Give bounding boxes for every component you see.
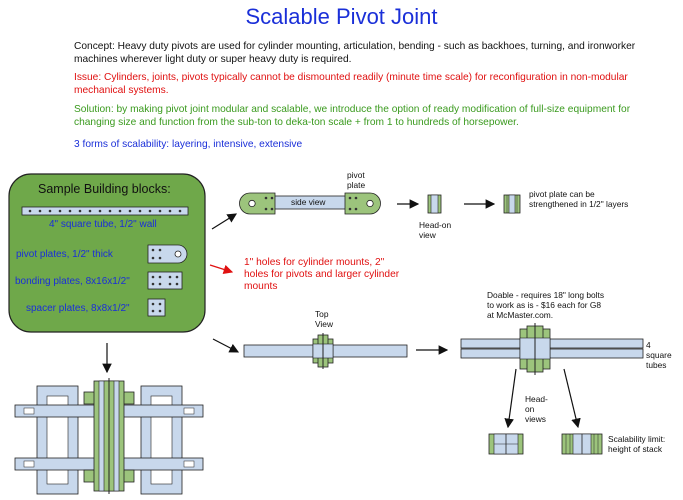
spacer-plate-block bbox=[147, 298, 166, 317]
top-view-assembly bbox=[243, 333, 408, 369]
blocks-heading: Sample Building blocks: bbox=[38, 182, 171, 196]
top-view-label: Top View bbox=[315, 309, 334, 329]
side-view-assembly bbox=[239, 192, 381, 215]
holes-label: 1" holes for cylinder mounts, 2" holes f… bbox=[244, 257, 400, 292]
spacer-plate-label: spacer plates, 8x8x1/2" bbox=[26, 303, 130, 314]
tube-block bbox=[21, 206, 189, 216]
side-view-label: side view bbox=[291, 197, 326, 207]
tube-label: 4" square tube, 1/2" wall bbox=[49, 219, 157, 230]
head-on-view-label: Head-on view bbox=[419, 220, 452, 240]
four-square-tubes-label: 4 square tubes bbox=[646, 340, 672, 370]
strengthened-label: pivot plate can be strengthened in 1/2" … bbox=[529, 189, 629, 209]
concept-text: Concept: Heavy duty pivots are used for … bbox=[74, 41, 636, 65]
page-title: Scalable Pivot Joint bbox=[245, 4, 438, 29]
solution-text: Solution: by making pivot joint modular … bbox=[74, 104, 631, 128]
head-on-view-large-stack bbox=[561, 433, 603, 455]
four-tube-stack bbox=[460, 323, 644, 375]
scalability-limit-label: Scalability limit: height of stack bbox=[608, 434, 666, 454]
pivot-plate-callout: pivot plate bbox=[347, 170, 366, 190]
forms-text: 3 forms of scalability: layering, intens… bbox=[74, 139, 303, 150]
head-on-view-small-stack bbox=[488, 433, 524, 455]
pivot-plate-block bbox=[147, 244, 188, 264]
bonding-plate-label: bonding plates, 8x16x1/2" bbox=[15, 276, 130, 287]
head-on-view-icon bbox=[427, 194, 442, 214]
head-on-views-label: Head-on views bbox=[525, 394, 548, 424]
bonding-plate-block bbox=[147, 271, 183, 290]
pivot-plate-label: pivot plates, 1/2" thick bbox=[16, 249, 113, 260]
frame-structure bbox=[14, 378, 204, 495]
strengthened-icon bbox=[503, 194, 521, 214]
issue-text: Issue: Cylinders, joints, pivots typical… bbox=[74, 72, 628, 96]
doable-label: Doable - requires 18" long bolts to work… bbox=[487, 290, 605, 320]
